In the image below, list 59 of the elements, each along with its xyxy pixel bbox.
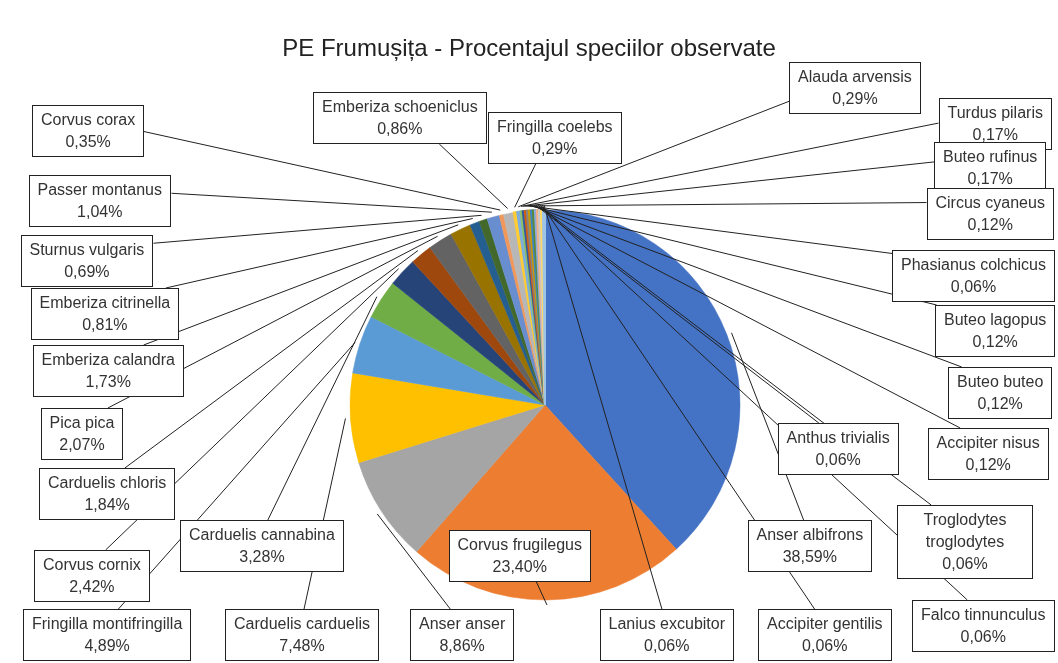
value-label: 7,48% xyxy=(278,636,326,656)
value-label: 1,73% xyxy=(84,372,132,392)
category-label: Buteo lagopus xyxy=(944,310,1047,330)
category-label: Troglodytes troglodytes xyxy=(922,510,1008,552)
value-label: 0,86% xyxy=(376,119,424,139)
value-label: 0,12% xyxy=(966,215,1014,235)
value-label: 0,06% xyxy=(949,277,998,297)
value-label: 1,84% xyxy=(83,495,131,515)
value-label: 0,29% xyxy=(531,139,579,159)
category-label: Anthus trivialis xyxy=(786,428,890,448)
value-label: 23,40% xyxy=(491,557,548,577)
value-label: 1,04% xyxy=(76,202,124,222)
category-label: Emberiza schoeniclus xyxy=(322,97,478,117)
category-label: Lanius excubitor xyxy=(608,614,725,634)
value-label: 38,59% xyxy=(781,547,838,567)
category-label: Accipiter gentilis xyxy=(767,614,883,634)
value-label: 3,28% xyxy=(238,547,286,567)
value-label: 0,81% xyxy=(81,315,129,335)
value-label: 0,12% xyxy=(971,332,1019,352)
category-label: Sturnus vulgaris xyxy=(29,240,145,260)
category-label: Corvus corax xyxy=(41,110,136,130)
category-label: Corvus frugilegus xyxy=(457,535,582,555)
category-label: Carduelis cannabina xyxy=(189,525,335,545)
value-label: 2,42% xyxy=(68,577,116,597)
category-label: Anser anser xyxy=(419,614,506,634)
category-label: Buteo rufinus xyxy=(943,147,1038,167)
category-label: Emberiza calandra xyxy=(41,350,175,370)
value-label: 0,12% xyxy=(976,394,1024,414)
value-label: 0,12% xyxy=(964,455,1012,475)
category-label: Anser albifrons xyxy=(756,525,864,545)
value-label: 0,06% xyxy=(801,636,849,656)
value-label: 2,07% xyxy=(58,435,106,455)
value-label: 0,29% xyxy=(831,89,879,109)
value-label: 0,17% xyxy=(966,169,1014,189)
category-label: Circus cyaneus xyxy=(935,193,1045,213)
category-label: Carduelis carduelis xyxy=(234,614,371,634)
value-label: 0,06% xyxy=(941,554,989,574)
value-label: 0,35% xyxy=(64,132,112,152)
value-label: 0,06% xyxy=(959,627,1007,647)
category-label: Pica pica xyxy=(49,413,115,433)
category-label: Alauda arvensis xyxy=(798,67,912,87)
value-label: 0,17% xyxy=(971,125,1019,145)
category-label: Accipiter nisus xyxy=(936,433,1040,453)
value-label: 4,89% xyxy=(83,636,131,656)
value-label: 0,06% xyxy=(814,450,862,470)
value-label: 0,69% xyxy=(63,262,111,282)
category-label: Emberiza citrinella xyxy=(39,293,171,313)
category-label: Fringilla montifringilla xyxy=(32,614,183,634)
category-label: Passer montanus xyxy=(37,180,162,200)
category-label: Phasianus colchicus xyxy=(901,255,1046,275)
category-label: Fringilla coelebs xyxy=(497,117,613,137)
category-label: Turdus pilaris xyxy=(947,103,1043,123)
chart-title: PE Frumușița - Procentajul speciilor observate xyxy=(282,34,776,62)
category-label: Corvus cornix xyxy=(43,555,141,575)
category-label: Falco tinnunculus xyxy=(921,605,1046,625)
value-label: 8,86% xyxy=(438,636,486,656)
category-label: Carduelis chloris xyxy=(48,473,167,493)
value-label: 0,06% xyxy=(643,636,691,656)
category-label: Buteo buteo xyxy=(957,372,1044,392)
